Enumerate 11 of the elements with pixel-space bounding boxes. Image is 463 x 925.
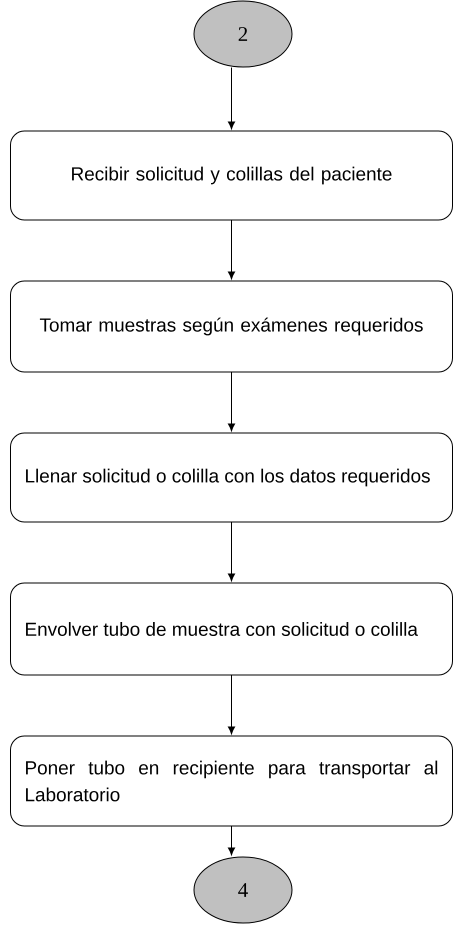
arrow (228, 522, 236, 582)
arrow (228, 826, 236, 856)
process-box: Poner tubo en recipiente para transportar al Laboratorio (10, 736, 453, 826)
process-box: Recibir solicitud y colillas del paciente (10, 130, 453, 220)
arrow (228, 67, 236, 130)
arrow (228, 675, 236, 734)
arrow (228, 220, 236, 280)
arrow (228, 372, 236, 432)
process-box: Tomar muestras según exámenes requeridos (10, 280, 453, 372)
process-box: Envolver tubo de muestra con solicitud o colilla (10, 582, 453, 676)
process-box: Llenar solicitud o colilla con los datos requeridos (10, 432, 453, 522)
